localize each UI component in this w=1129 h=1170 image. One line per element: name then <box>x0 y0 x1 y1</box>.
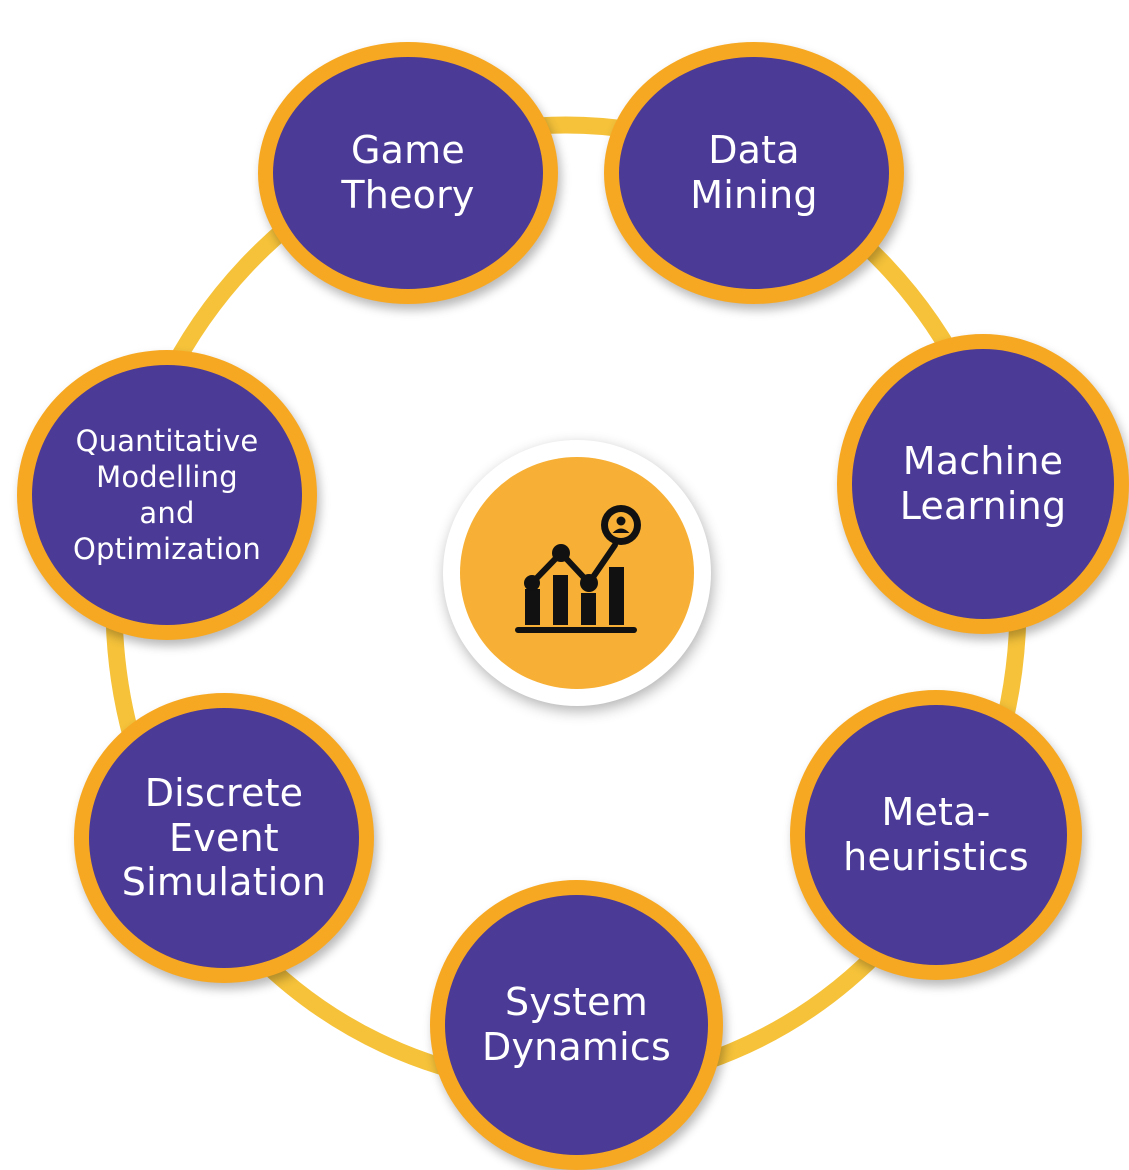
node-label-system-dynamics: System Dynamics <box>482 980 671 1069</box>
node-machine-learning: Machine Learning <box>837 334 1129 634</box>
analytics-chart-user-icon <box>515 505 641 633</box>
center-hub <box>443 440 711 706</box>
node-metaheuristics: Meta- heuristics <box>790 690 1082 980</box>
center-hub-inner <box>460 457 694 689</box>
node-system-dynamics: System Dynamics <box>430 880 723 1170</box>
node-quantitative-modelling: Quantitative Modelling and Optimization <box>17 350 317 640</box>
node-label-data-mining: Data Mining <box>690 128 818 217</box>
node-data-mining: Data Mining <box>604 42 904 304</box>
node-label-discrete-event-simulation: Discrete Event Simulation <box>121 770 327 905</box>
node-discrete-event-simulation: Discrete Event Simulation <box>74 693 374 983</box>
node-label-game-theory: Game Theory <box>341 128 475 217</box>
node-label-metaheuristics: Meta- heuristics <box>843 790 1029 879</box>
node-label-quantitative-modelling: Quantitative Modelling and Optimization <box>73 423 261 567</box>
node-label-machine-learning: Machine Learning <box>899 439 1067 528</box>
node-game-theory: Game Theory <box>258 42 558 304</box>
